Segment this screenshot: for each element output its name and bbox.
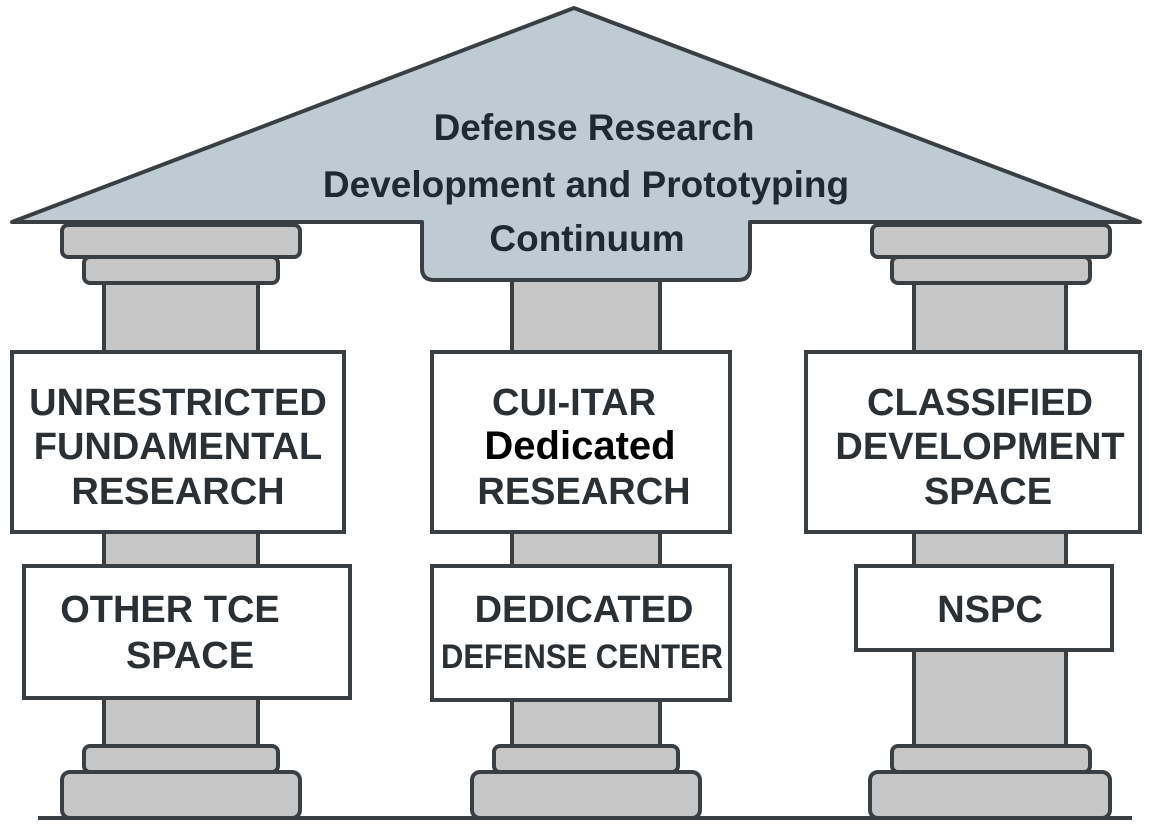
pillar-1-shaft-top [102, 281, 260, 355]
pillar-3-shaft-top [912, 281, 1068, 355]
pillar-2-lower-line-1: DEDICATED [475, 589, 694, 631]
pillar-2-upper-line-2: Dedicated [484, 424, 675, 468]
roof-title-line-3: Continuum [489, 218, 684, 259]
pillar-2-shaft-top [510, 268, 662, 355]
pillar-3-upper-line-2: DEVELOPMENT [835, 426, 1124, 468]
pillar-3-base-band [890, 744, 1092, 774]
pillar-1-upper-box [10, 350, 346, 534]
pillar-1-lower-box [22, 564, 352, 700]
pillar-1-lower-line-1: OTHER TCE [60, 589, 280, 631]
pillar-1-upper-line-3: RESEARCH [71, 471, 284, 513]
pillar-1-shaft-bottom [102, 694, 260, 748]
pillar-3-upper-line-1: CLASSIFIED [867, 382, 1093, 424]
pillar-2 [470, 268, 702, 820]
pillar-3-shaft-bottom [912, 648, 1068, 748]
pillar-2-shaft-mid [510, 530, 662, 570]
pillar-3-capital-top [870, 223, 1112, 259]
pillar-2-shaft-bottom [510, 698, 662, 748]
pillar-2-base-band [492, 744, 680, 774]
pillar-2-upper-box [430, 350, 732, 534]
pillar-2-lower-line-2: DEFENSE CENTER [441, 638, 723, 676]
pillar-2-upper-line-3: RESEARCH [477, 471, 690, 513]
roof-title-line-2: Development and Prototyping [323, 164, 849, 205]
pillar-1-lower-line-2: SPACE [126, 635, 254, 677]
pillar-1-capital-band [82, 255, 280, 285]
pillar-3 [868, 223, 1112, 820]
pillar-1-shaft-mid [102, 530, 260, 570]
pillar-3-shaft-mid [912, 530, 1068, 570]
pillar-1-upper-line-1: UNRESTRICTED [29, 382, 327, 424]
pillar-3-upper-box [804, 350, 1142, 534]
pillar-3-lower-box [854, 564, 1114, 652]
roof-pediment [10, 6, 1142, 282]
pillar-1-upper-line-2: FUNDAMENTAL [34, 426, 322, 468]
pillar-3-lower-line-1: NSPC [937, 589, 1043, 631]
pillar-3-upper-line-3: SPACE [924, 471, 1052, 513]
pillar-2-lower-box [430, 564, 732, 702]
roof-title-line-1: Defense Research [434, 107, 755, 148]
pillar-3-base [868, 770, 1112, 820]
pillar-3-capital-band [890, 255, 1092, 285]
pillar-1-base-band [82, 744, 280, 774]
pillar-1-base [60, 770, 302, 820]
pillar-1-capital-top [60, 223, 302, 259]
pillar-2-upper-line-1: CUI-ITAR [492, 382, 656, 424]
pillar-2-base [470, 770, 702, 820]
